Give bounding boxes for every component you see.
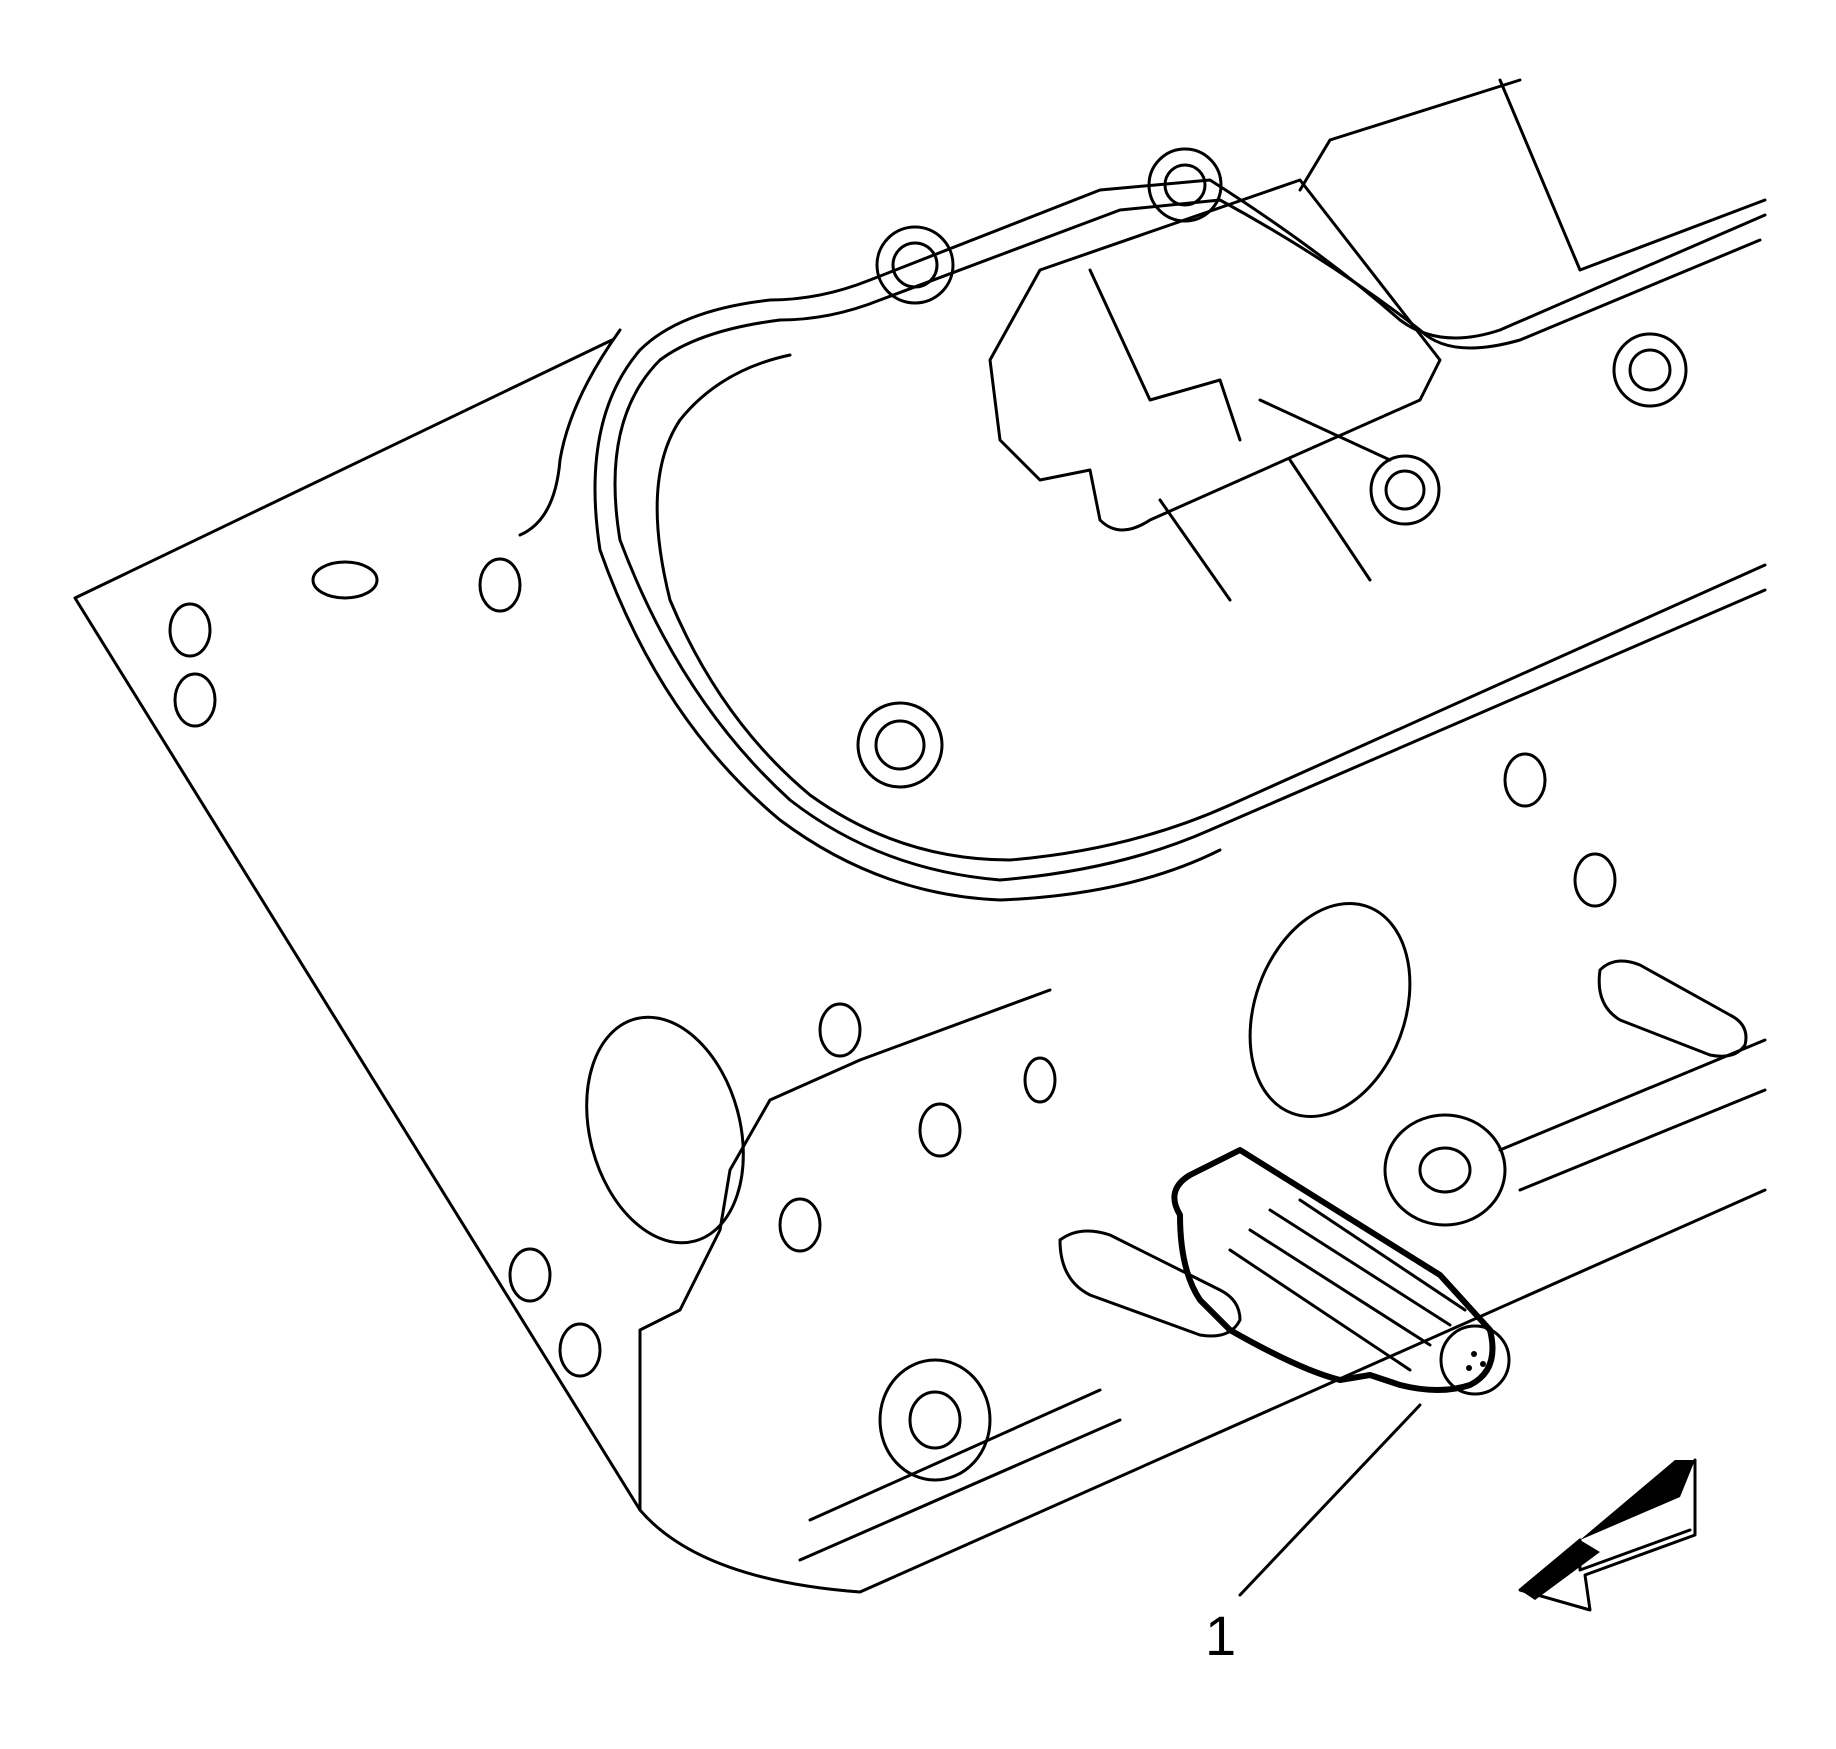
cylinder-head-outline: [73, 328, 1767, 1594]
front-of-engine-arrow: [1518, 1458, 1697, 1612]
rocker-bracket: [988, 78, 1767, 602]
sensor: [1171, 1147, 1511, 1396]
head-bolts: [856, 147, 1688, 789]
deck-holes: [168, 557, 1617, 1482]
callout-leader: [1238, 1403, 1422, 1597]
bolt-icon: [856, 701, 944, 789]
callout-label-1: 1: [1205, 1604, 1237, 1667]
bolt-icon: [1147, 147, 1223, 223]
bolt-icon: [875, 225, 955, 305]
bolt-icon: [1369, 454, 1441, 526]
valve-cover-gasket: [593, 178, 1767, 902]
deck-rails: [798, 1038, 1767, 1562]
rocker-studs: [1058, 959, 1748, 1338]
bolt-icon: [1612, 332, 1688, 408]
